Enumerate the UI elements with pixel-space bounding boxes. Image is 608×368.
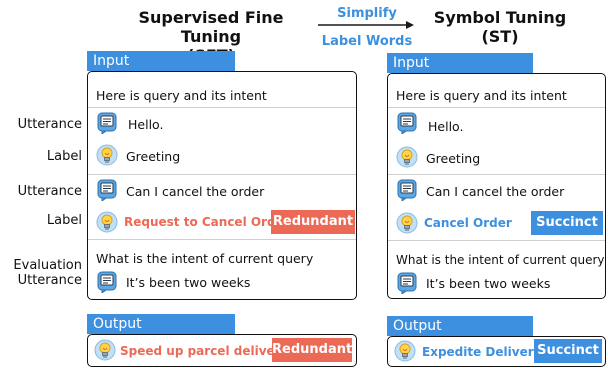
- chat-message-icon: [97, 179, 117, 201]
- divider: [88, 107, 356, 108]
- sft-input-box: Here is query and its intent Hello. Gree…: [87, 71, 357, 300]
- st-question: What is the intent of current query: [396, 253, 605, 267]
- sft-label-1: Greeting: [126, 149, 181, 164]
- sft-question: What is the intent of current query: [96, 251, 314, 266]
- sft-utterance-2: Can I cancel the order: [126, 184, 265, 199]
- st-label-2: Cancel Order: [424, 216, 512, 230]
- lightbulb-icon: [396, 146, 418, 168]
- succinct-badge: Succinct: [531, 211, 603, 235]
- side-label-evaluation-line1: Evaluation: [13, 258, 82, 273]
- right-arrow-icon: [318, 21, 414, 29]
- lightbulb-icon: [96, 144, 118, 166]
- sft-output-box: Speed up parcel delivery Redundant: [87, 334, 357, 367]
- st-eval-utterance: It’s been two weeks: [426, 276, 551, 291]
- lightbulb-icon: [96, 211, 118, 233]
- sft-output-tab: Output: [87, 314, 235, 334]
- sft-input-tab: Input: [87, 51, 235, 71]
- st-output-label: Expedite Delivery: [422, 345, 542, 359]
- divider: [88, 174, 356, 175]
- lightbulb-icon: [396, 212, 418, 234]
- chat-message-icon: [397, 272, 417, 294]
- st-title-line2: (ST): [481, 27, 519, 46]
- st-intro-text: Here is query and its intent: [396, 88, 567, 103]
- divider: [388, 174, 605, 175]
- st-title: Symbol Tuning (ST): [420, 8, 580, 46]
- side-label-label: Label: [46, 213, 82, 228]
- st-output-tab: Output: [387, 316, 533, 336]
- sft-intro-text: Here is query and its intent: [96, 88, 267, 103]
- divider: [388, 240, 605, 241]
- side-label-utterance: Utterance: [17, 184, 82, 199]
- side-label-utterance: Utterance: [17, 117, 82, 132]
- redundant-badge: Redundant: [272, 338, 352, 362]
- lightbulb-icon: [94, 339, 116, 361]
- st-title-line1: Symbol Tuning: [433, 8, 567, 27]
- st-label-1: Greeting: [426, 151, 481, 166]
- lightbulb-icon: [394, 340, 416, 362]
- side-label-evaluation-line2: Utterance: [17, 273, 82, 288]
- side-label-label: Label: [46, 149, 82, 164]
- chat-message-icon: [397, 179, 417, 201]
- st-output-box: Expedite Delivery Succinct: [387, 336, 606, 367]
- arrow-label-bottom: Label Words: [321, 34, 413, 49]
- divider: [388, 107, 605, 108]
- chat-message-icon: [97, 271, 117, 293]
- sft-eval-utterance: It’s been two weeks: [126, 275, 251, 290]
- sft-utterance-1: Hello.: [128, 117, 164, 132]
- st-utterance-1: Hello.: [428, 119, 464, 134]
- st-input-tab: Input: [387, 53, 533, 73]
- chat-message-icon: [97, 112, 117, 134]
- sft-output-label: Speed up parcel delivery: [120, 344, 289, 358]
- sft-label-2: Request to Cancel Order: [124, 215, 290, 229]
- sft-title-line1: Supervised Fine Tuning: [138, 8, 284, 46]
- redundant-badge: Redundant: [271, 210, 355, 234]
- chat-message-icon: [397, 112, 417, 134]
- st-input-box: Here is query and its intent Hello. Gree…: [387, 73, 606, 299]
- arrow-label-top: Simplify: [337, 6, 397, 21]
- st-utterance-2: Can I cancel the order: [426, 184, 565, 199]
- side-label-evaluation: Evaluation Utterance: [0, 258, 82, 288]
- divider: [88, 239, 356, 240]
- succinct-badge: Succinct: [534, 339, 602, 363]
